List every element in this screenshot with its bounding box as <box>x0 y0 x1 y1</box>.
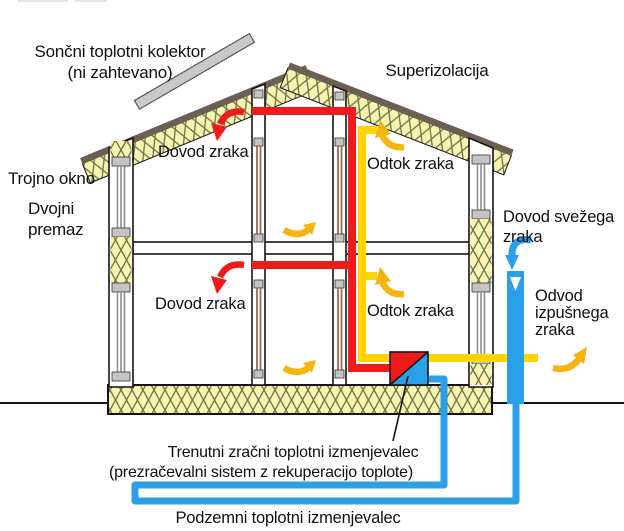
top-edge-artifact <box>17 0 107 2</box>
air-supply-label-lower: Dovod zraka <box>155 295 246 313</box>
interior-wall-right <box>332 84 347 386</box>
left-exterior-wall <box>108 136 134 388</box>
exhaust-outlet-arrow <box>552 347 587 373</box>
window-frame <box>111 156 131 167</box>
double-coating-label-line2: premaz <box>28 220 84 239</box>
supply-air-arrow-lower <box>211 261 245 294</box>
air-extract-label-upper: Odtok zraka <box>367 155 455 173</box>
double-coating-label-line1: Dvojni <box>28 199 74 218</box>
solar-collector-label-line1: Sončni toplotni kolektor <box>35 42 207 61</box>
solar-collector-panel <box>133 32 256 110</box>
labels: Sončni toplotni kolektor (ni zahtevano) … <box>8 42 615 527</box>
interior-wall-left <box>251 82 266 386</box>
extract-air-arrow-lower <box>375 267 405 298</box>
heat-exchanger-label-line1: Trenutni zračni toplotni izmenjevalec <box>168 444 419 461</box>
triple-window-label: Trojno okno <box>8 169 95 188</box>
exhaust-air-label-line1: Odvod <box>535 287 583 305</box>
exhaust-air-label-line2: izpušnega <box>535 304 609 322</box>
floor-slab-insulation <box>107 384 493 415</box>
supply-air-duct <box>252 107 390 372</box>
fresh-air-label-line1: Dovod svežega <box>503 208 615 226</box>
fresh-air-intake-pipe <box>507 271 524 404</box>
right-exterior-wall <box>468 136 494 388</box>
window-frame <box>471 282 491 293</box>
ground-heat-exchanger-label: Podzemni toplotni izmenjevalec <box>175 509 400 527</box>
super-insulation-label: Superizolacija <box>385 61 489 80</box>
air-extract-label-lower: Odtok zraka <box>367 302 455 320</box>
window-frame <box>111 282 131 293</box>
underground-heat-exchanger-pipe <box>131 375 520 505</box>
wall-insulation-block <box>470 219 492 283</box>
window-frame <box>111 371 131 382</box>
wall-insulation-block <box>470 364 492 385</box>
room-airflow-arrow-lower <box>282 360 316 376</box>
window-frame <box>471 154 491 165</box>
heat-exchanger-unit <box>389 351 429 442</box>
extract-air-arrow-upper <box>375 120 405 151</box>
window-frame <box>111 227 131 238</box>
air-supply-label-upper: Dovod zraka <box>158 143 249 161</box>
heat-exchanger-label-line2: (prezračevalni sistem z rekuperacijo top… <box>109 464 413 481</box>
window-frame <box>471 209 491 220</box>
extract-air-duct <box>358 126 538 362</box>
wall-insulation-block <box>110 237 132 283</box>
wall-insulation-block <box>110 141 132 157</box>
callout-line <box>392 375 409 442</box>
solar-collector-label-line2: (ni zahtevano) <box>68 63 173 82</box>
exhaust-air-label-line3: zraka <box>535 321 575 339</box>
down-direction-icon <box>510 277 521 291</box>
supply-air-arrow-upper <box>211 108 245 141</box>
intermediate-floor <box>132 241 471 255</box>
room-airflow-arrow-upper <box>282 222 316 238</box>
fresh-air-arrow <box>505 236 532 270</box>
fresh-air-label-line2: zraka <box>503 228 543 246</box>
